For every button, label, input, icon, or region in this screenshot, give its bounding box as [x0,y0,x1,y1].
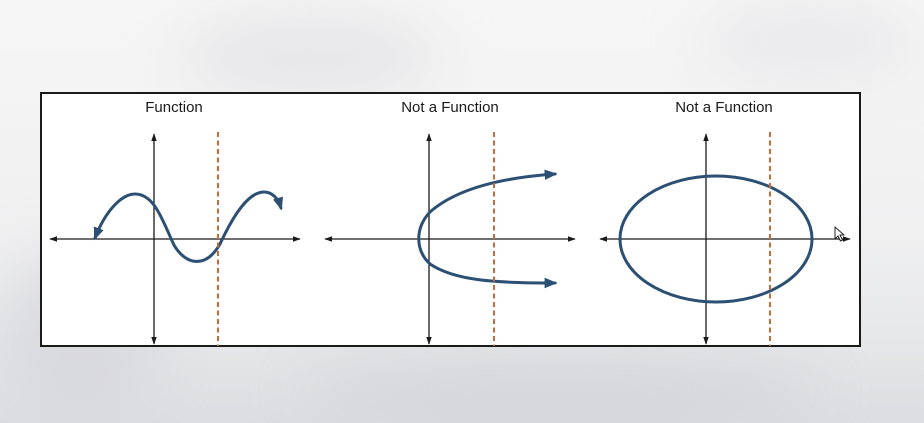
panel-title-not-a-function: Not a Function [675,99,773,116]
graphs-canvas [49,132,851,346]
panel-title-not-a-function: Not a Function [401,99,499,116]
sine-curve [93,190,283,263]
ellipse-curve [618,174,814,304]
graph-not-a-function-parabola [324,132,576,346]
background-blur [180,10,440,100]
background-blur [300,355,820,423]
panel-title-function: Function [145,99,203,116]
parabola-curve [417,169,558,289]
vertical-line-test-figure: Function Not a Function Not a Function [40,92,861,347]
mouse-pointer-icon [834,226,845,242]
graph-function [49,132,301,346]
graph-not-a-function-ellipse [599,132,851,346]
background-blur [700,0,920,80]
